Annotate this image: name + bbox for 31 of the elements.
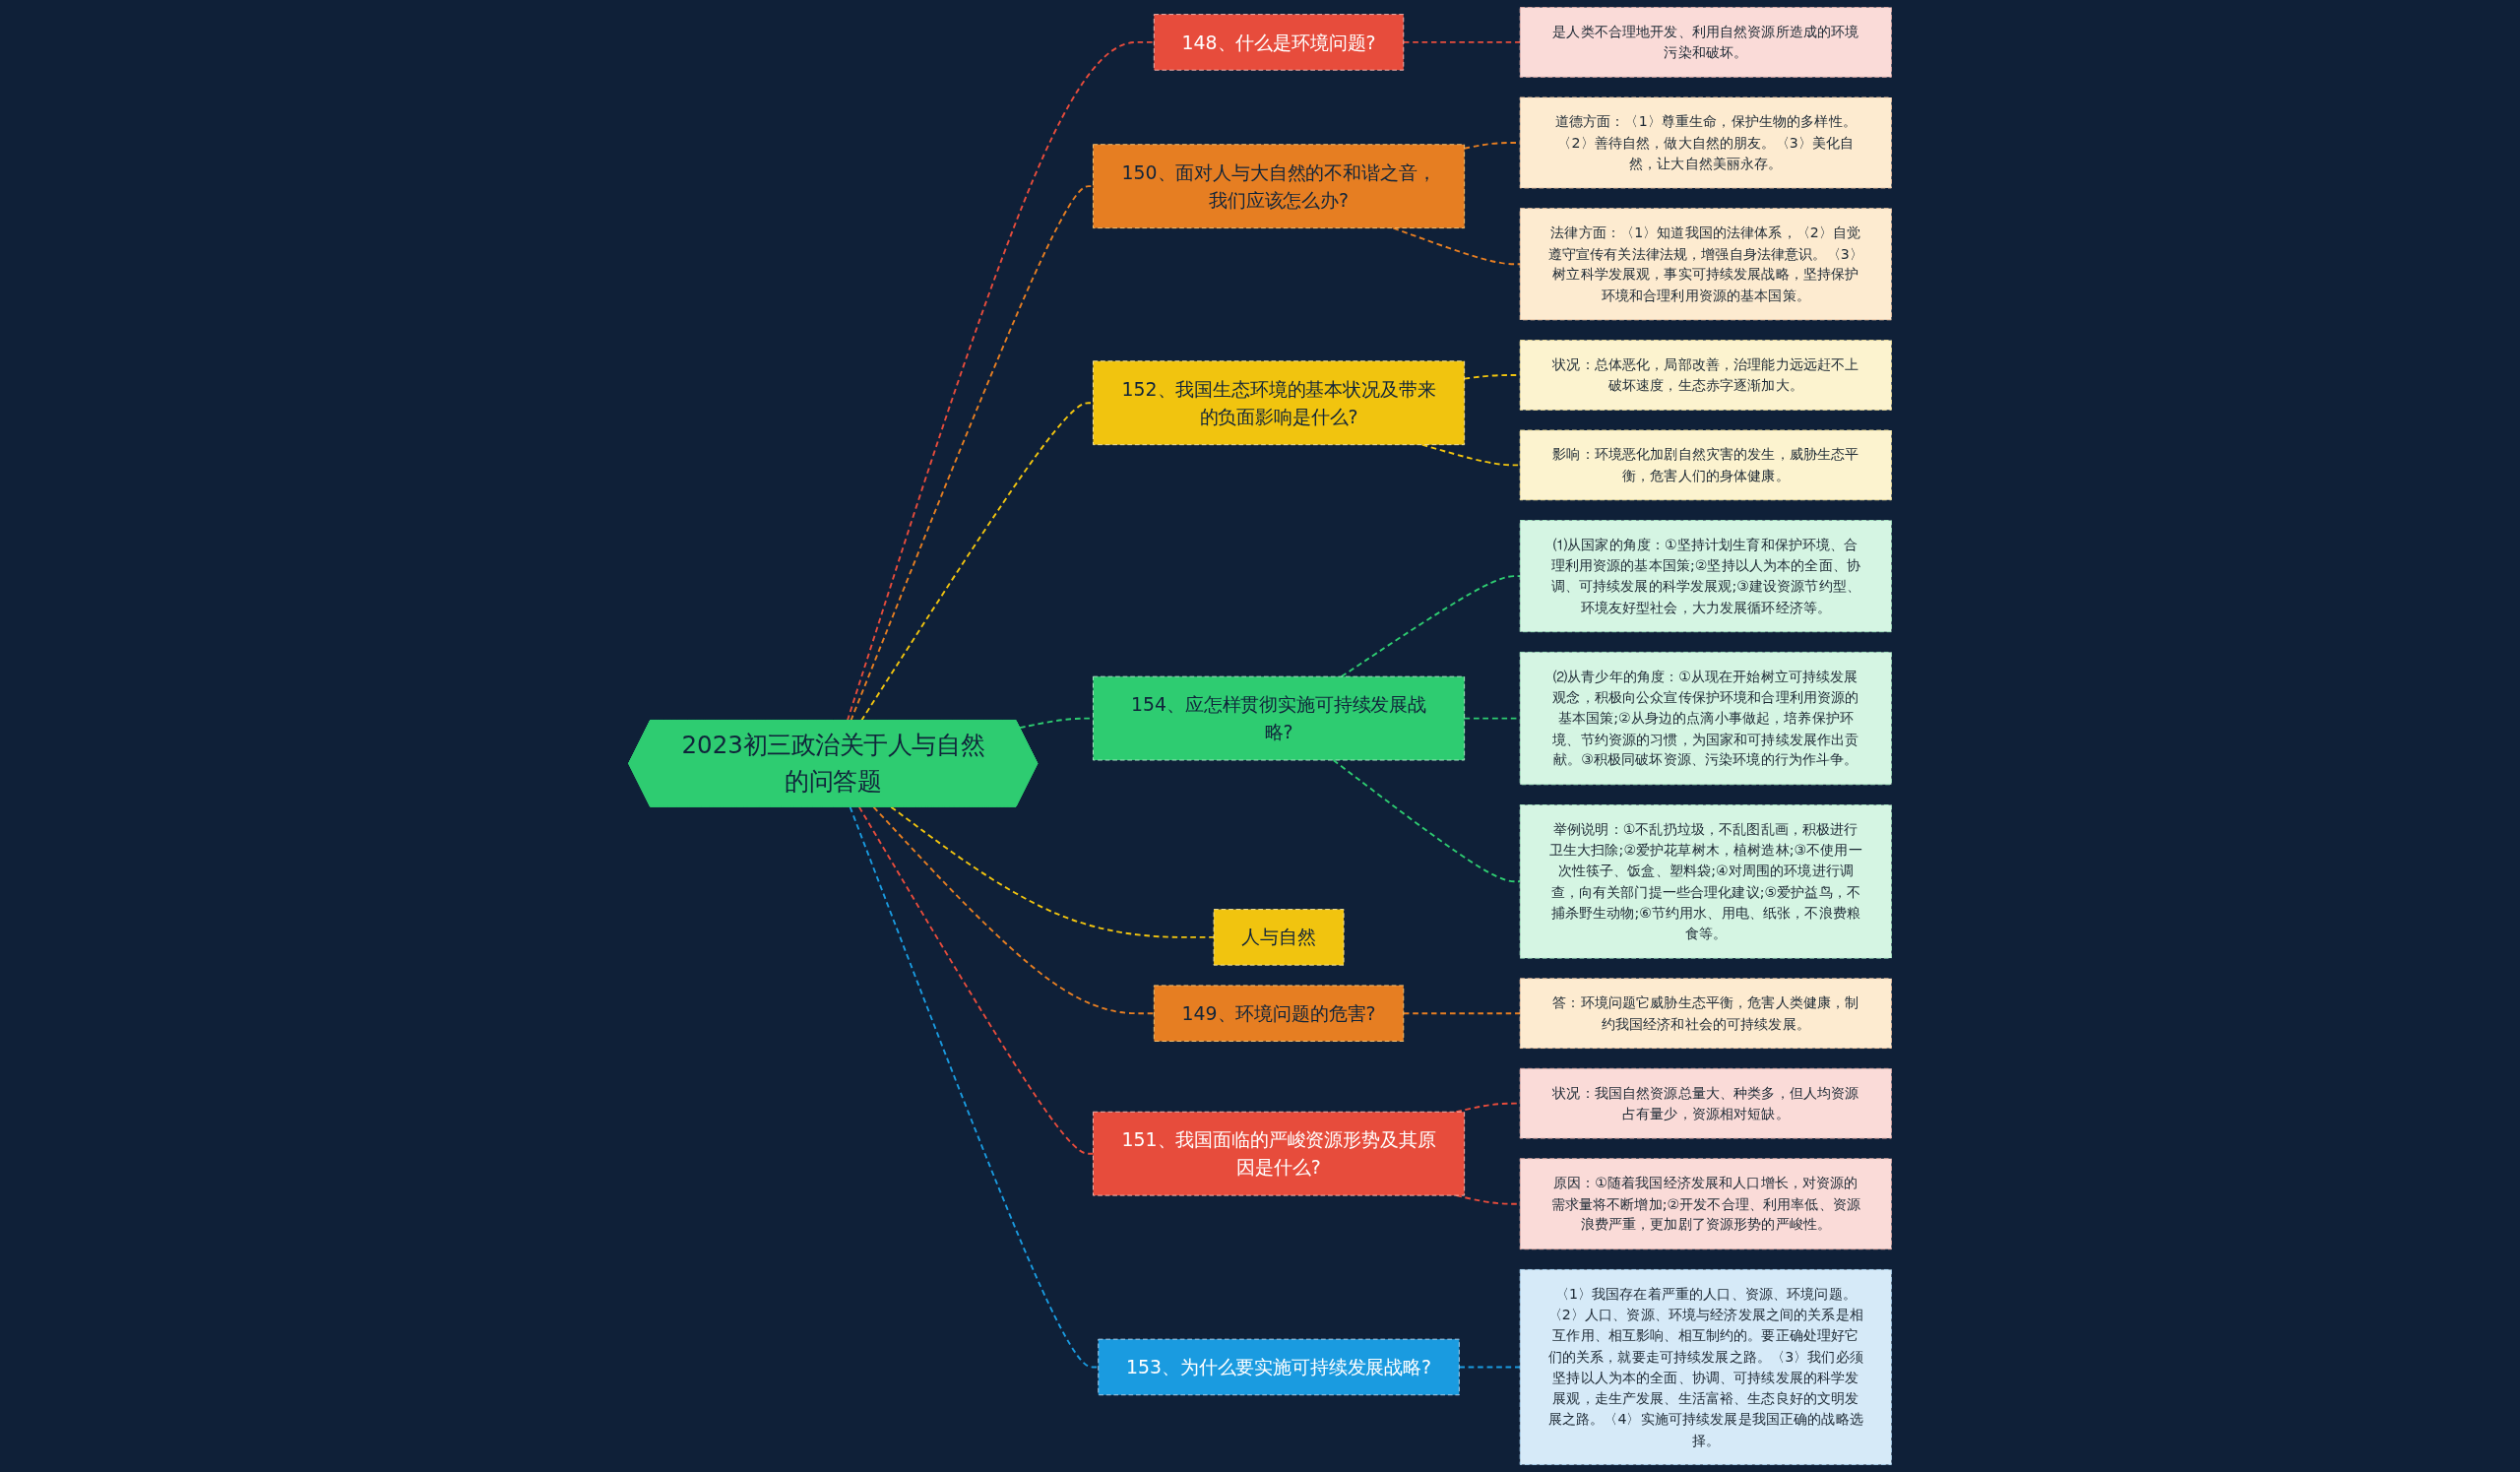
connector: [849, 805, 1100, 1369]
connector: [1392, 226, 1522, 266]
node-box: 151、我国面临的严峻资源形势及其原因是什么?: [1093, 1111, 1466, 1196]
node-box: 150、面对人与大自然的不和谐之音，我们应该怎么办?: [1093, 144, 1466, 229]
node-box: 153、为什么要实施可持续发展战略?: [1098, 1338, 1460, 1396]
connector: [1402, 1012, 1522, 1015]
connector: [846, 40, 1156, 722]
connector: [1458, 1366, 1522, 1369]
connector: [857, 805, 1095, 1155]
node-box: 是人类不合理地开发、利用自然资源所造成的环境污染和破坏。: [1519, 7, 1892, 78]
node-box: 影响：环境恶化加剧自然灾害的发生，威胁生态平衡，危害人们的身体健康。: [1519, 429, 1892, 501]
node-box: 152、我国生态环境的基本状况及带来的负面影响是什么?: [1093, 360, 1466, 446]
connector: [1332, 759, 1522, 883]
node-box: 148、什么是环境问题?: [1153, 14, 1405, 71]
node-box: ⑵从青少年的角度：①从现在开始树立可持续发展观念，积极向公众宣传保护环境和合理利用资源的基本国策;②从身边的点滴小事做起，培养保护环境、节约资源的习惯，为国家和可持续发展作出贡献。③积极同破坏资源、污染环境的行为作斗争。: [1519, 651, 1892, 786]
node-box: 154、应怎样贯彻实施可持续发展战略?: [1093, 675, 1466, 761]
node-box: 人与自然: [1213, 909, 1345, 966]
node-box: 状况：我国自然资源总量大、种类多，但人均资源占有量少，资源相对短缺。: [1519, 1067, 1892, 1139]
connector: [1402, 40, 1522, 43]
connector: [1340, 575, 1522, 678]
node-box: 道德方面：〈1〉尊重生命，保护生物的多样性。〈2〉善待自然，做大自然的朋友。〈3〉美化自然，让大自然美丽永存。: [1519, 96, 1892, 189]
node-box: 149、环境问题的危害?: [1153, 985, 1405, 1042]
node-box: 法律方面：〈1〉知道我国的法律体系，〈2〉自觉遵守宣传有关法律法规，增强自身法律意识。〈3〉树立科学发展观，事实可持续发展战略，坚持保护环境和合理利用资源的基本国策。: [1519, 208, 1892, 321]
node-box: 〈1〉我国存在着严重的人口、资源、环境问题。〈2〉人口、资源、环境与经济发展之间的关系是相互作用、相互影响、相互制约的。要正确处理好它们的关系，就要走可持续发展之路。〈3〉我们必须坚持以人为本的全面、协调、可持续发展的科学发展观，走生产发展、生活富裕、生态良好的文明发展之路。〈4〉实施可持续发展是我国正确的战略选择。: [1519, 1268, 1892, 1465]
connector: [890, 805, 1215, 938]
node-box: 原因：①随着我国经济发展和人口增长，对资源的需求量将不断增加;②开发不合理、利用率低、资源浪费严重，更加剧了资源形势的严峻性。: [1519, 1158, 1892, 1250]
node-box: 答：环境问题它威胁生态平衡，危害人类健康，制约我国经济和社会的可持续发展。: [1519, 978, 1892, 1050]
node-box: 举例说明：①不乱扔垃圾，不乱图乱画，积极进行卫生大扫除;②爱护花草树木，植树造林;③不使用一次性筷子、饭盒、塑料袋;④对周围的环境进行调查，向有关部门提一些合理化建议;⑤爱护益鸟，不捕杀野生动物;⑥节约用水、用电、纸张，不浪费粮食等。: [1519, 804, 1892, 959]
node-box: ⑴从国家的角度：①坚持计划生育和保护环境、合理利用资源的基本国策;②坚持以人为本的全面、协调、可持续发展的科学发展观;③建设资源节约型、环境友好型社会，大力发展循环经济等。: [1519, 520, 1892, 633]
node-box: 状况：总体恶化，局部改善，治理能力远远赶不上破坏速度，生态赤字逐渐加大。: [1519, 340, 1892, 411]
connector: [872, 805, 1156, 1015]
